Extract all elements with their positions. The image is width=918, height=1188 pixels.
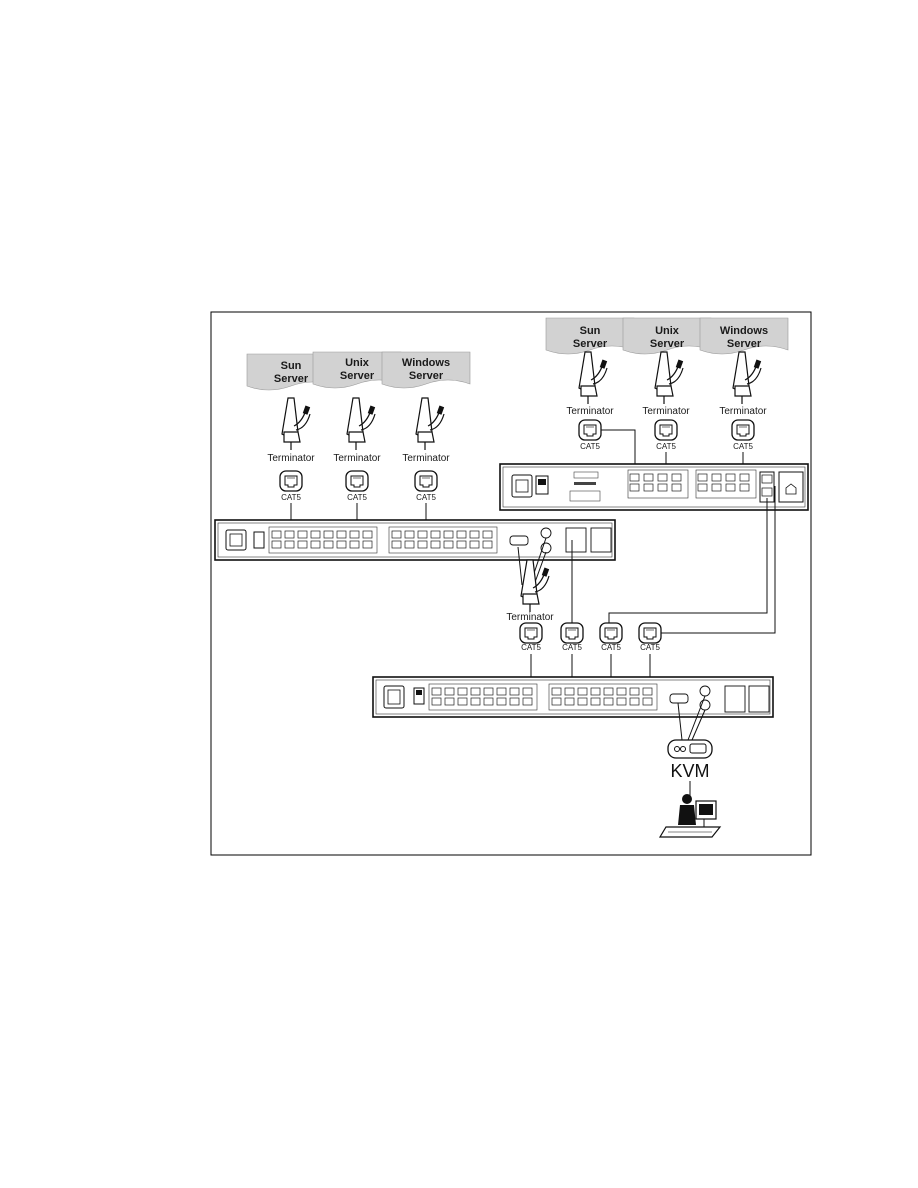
windows-server-label-2: Server [727,338,762,350]
middle-kvm-switch [214,519,616,561]
terminator-label: Terminator [566,406,614,417]
cat5-label: CAT5 [416,493,436,502]
cat5-label: CAT5 [601,643,621,652]
rj45-jack-icon [638,622,662,644]
cat5-label: CAT5 [733,442,753,451]
alterpath-kvm-unit [499,463,809,511]
terminator-label: Terminator [402,453,450,464]
server-group-right: Sun Server Unix Server Windows Server Te… [545,317,789,478]
cat5-label: CAT5 [562,643,582,652]
rj45-jack-icon [519,622,543,644]
diagram-frame [210,311,812,856]
sun-server-label-2: Server [274,373,309,385]
windows-server-label: Windows [720,325,768,337]
cat5-label: CAT5 [521,643,541,652]
terminator-label: Terminator [642,406,690,417]
rj45-jack-icon [731,419,755,441]
kvm-label: KVM [670,761,709,781]
cat5-label: CAT5 [640,643,660,652]
terminator-icon [654,351,684,405]
unix-server-label-2: Server [340,370,375,382]
kvm-workstation-icon [658,794,722,838]
unix-server-label-2: Server [650,338,685,350]
terminator-label: Terminator [506,612,554,623]
terminator-icon [578,351,608,405]
cat5-label: CAT5 [347,493,367,502]
server-group-left: Sun Server Unix Server Windows Server Te… [246,351,471,531]
windows-server-label: Windows [402,357,450,369]
terminator-label: Terminator [267,453,315,464]
terminator-icon [415,397,445,451]
terminator-icon [732,351,762,405]
terminator-icon [520,559,550,613]
bottom-kvm-switch [372,676,774,718]
cat5-label: CAT5 [580,442,600,451]
unix-server-label: Unix [655,325,680,337]
terminator-icon [346,397,376,451]
rj45-jack-icon [578,419,602,441]
sun-server-label: Sun [281,360,302,372]
terminator-icon [281,397,311,451]
rj45-jack-icon [599,622,623,644]
sun-server-label: Sun [580,325,601,337]
kvm-port-icon [667,739,713,759]
rj45-jack-icon [345,470,369,492]
cat5-label: CAT5 [656,442,676,451]
rj45-jack-icon [414,470,438,492]
windows-server-label-2: Server [409,370,444,382]
rj45-jack-icon [560,622,584,644]
terminator-label: Terminator [719,406,767,417]
rj45-jack-icon [279,470,303,492]
cat5-label: CAT5 [281,493,301,502]
terminator-label: Terminator [333,453,381,464]
unix-server-label: Unix [345,357,370,369]
rj45-jack-icon [654,419,678,441]
sun-server-label-2: Server [573,338,608,350]
